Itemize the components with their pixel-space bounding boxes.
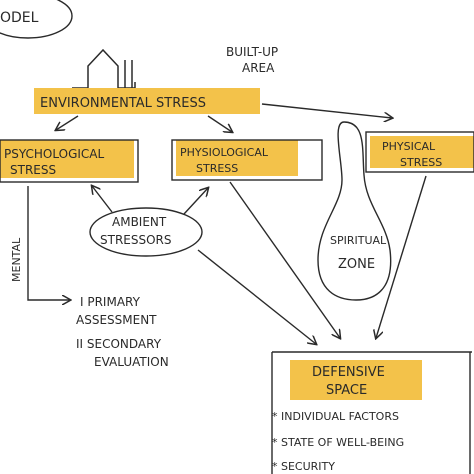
arrow-env-to-psych: [56, 115, 79, 130]
psychological-stress-outline: [0, 139, 139, 183]
psychological-stress-label-1: PSYCHOLOGICAL: [4, 147, 105, 161]
primary-label-1: I PRIMARY: [80, 295, 141, 309]
spiritual-zone-shape: [317, 121, 392, 301]
physiological-stress-label-2: STRESS: [196, 162, 238, 175]
arrow-physio-to-defensive: [229, 181, 340, 338]
arrow-env-to-physical: [261, 103, 392, 118]
factor-well-being: * STATE OF WELL-BEING: [272, 436, 404, 449]
model-oval: [0, 0, 73, 39]
psychological-stress-box: [0, 140, 134, 178]
space-label: SPACE: [326, 383, 367, 398]
physiological-stress-label-1: PHYSIOLOGICAL: [180, 146, 269, 159]
arrow-ambient-to-psych: [92, 186, 113, 213]
secondary-label-1: II SECONDARY: [76, 337, 162, 351]
physical-stress-outline: [365, 131, 474, 173]
arrow-ambient-to-defensive: [197, 249, 316, 344]
primary-label-2: ASSESSMENT: [76, 313, 157, 327]
factor-individual: * INDIVIDUAL FACTORS: [272, 410, 399, 423]
arrow-env-to-physio: [207, 115, 232, 132]
defensive-space-box: [290, 360, 422, 400]
arrow-ambient-to-physio: [183, 188, 208, 215]
spiritual-label: SPIRITUAL: [330, 234, 387, 247]
ambient-label: AMBIENT: [112, 215, 167, 229]
physical-stress-box: [370, 136, 474, 168]
physical-stress-label-1: PHYSICAL: [382, 140, 436, 153]
physiological-stress-box: [176, 140, 298, 176]
built-up-label-1: BUILT-UP: [226, 45, 278, 59]
environmental-stress-box: [34, 88, 260, 114]
physical-stress-label-2: STRESS: [400, 156, 442, 169]
arrow-physical-to-defensive: [376, 175, 427, 338]
arrow-mental: [27, 186, 70, 300]
defensive-space-frame: [271, 351, 472, 474]
physiological-stress-outline: [171, 139, 323, 181]
model-label: ODEL: [0, 10, 39, 26]
zone-label: ZONE: [338, 257, 375, 272]
defensive-label: DEFENSIVE: [312, 365, 385, 380]
stressors-label: STRESSORS: [100, 233, 172, 247]
ambient-stressors-ellipse: [89, 207, 203, 257]
built-up-label-2: AREA: [242, 61, 275, 75]
environmental-stress-label: ENVIRONMENTAL STRESS: [40, 96, 206, 111]
mental-label: MENTAL: [10, 237, 23, 282]
factor-security: * SECURITY: [272, 460, 335, 473]
secondary-label-2: EVALUATION: [94, 355, 169, 369]
psychological-stress-label-2: STRESS: [10, 163, 56, 177]
